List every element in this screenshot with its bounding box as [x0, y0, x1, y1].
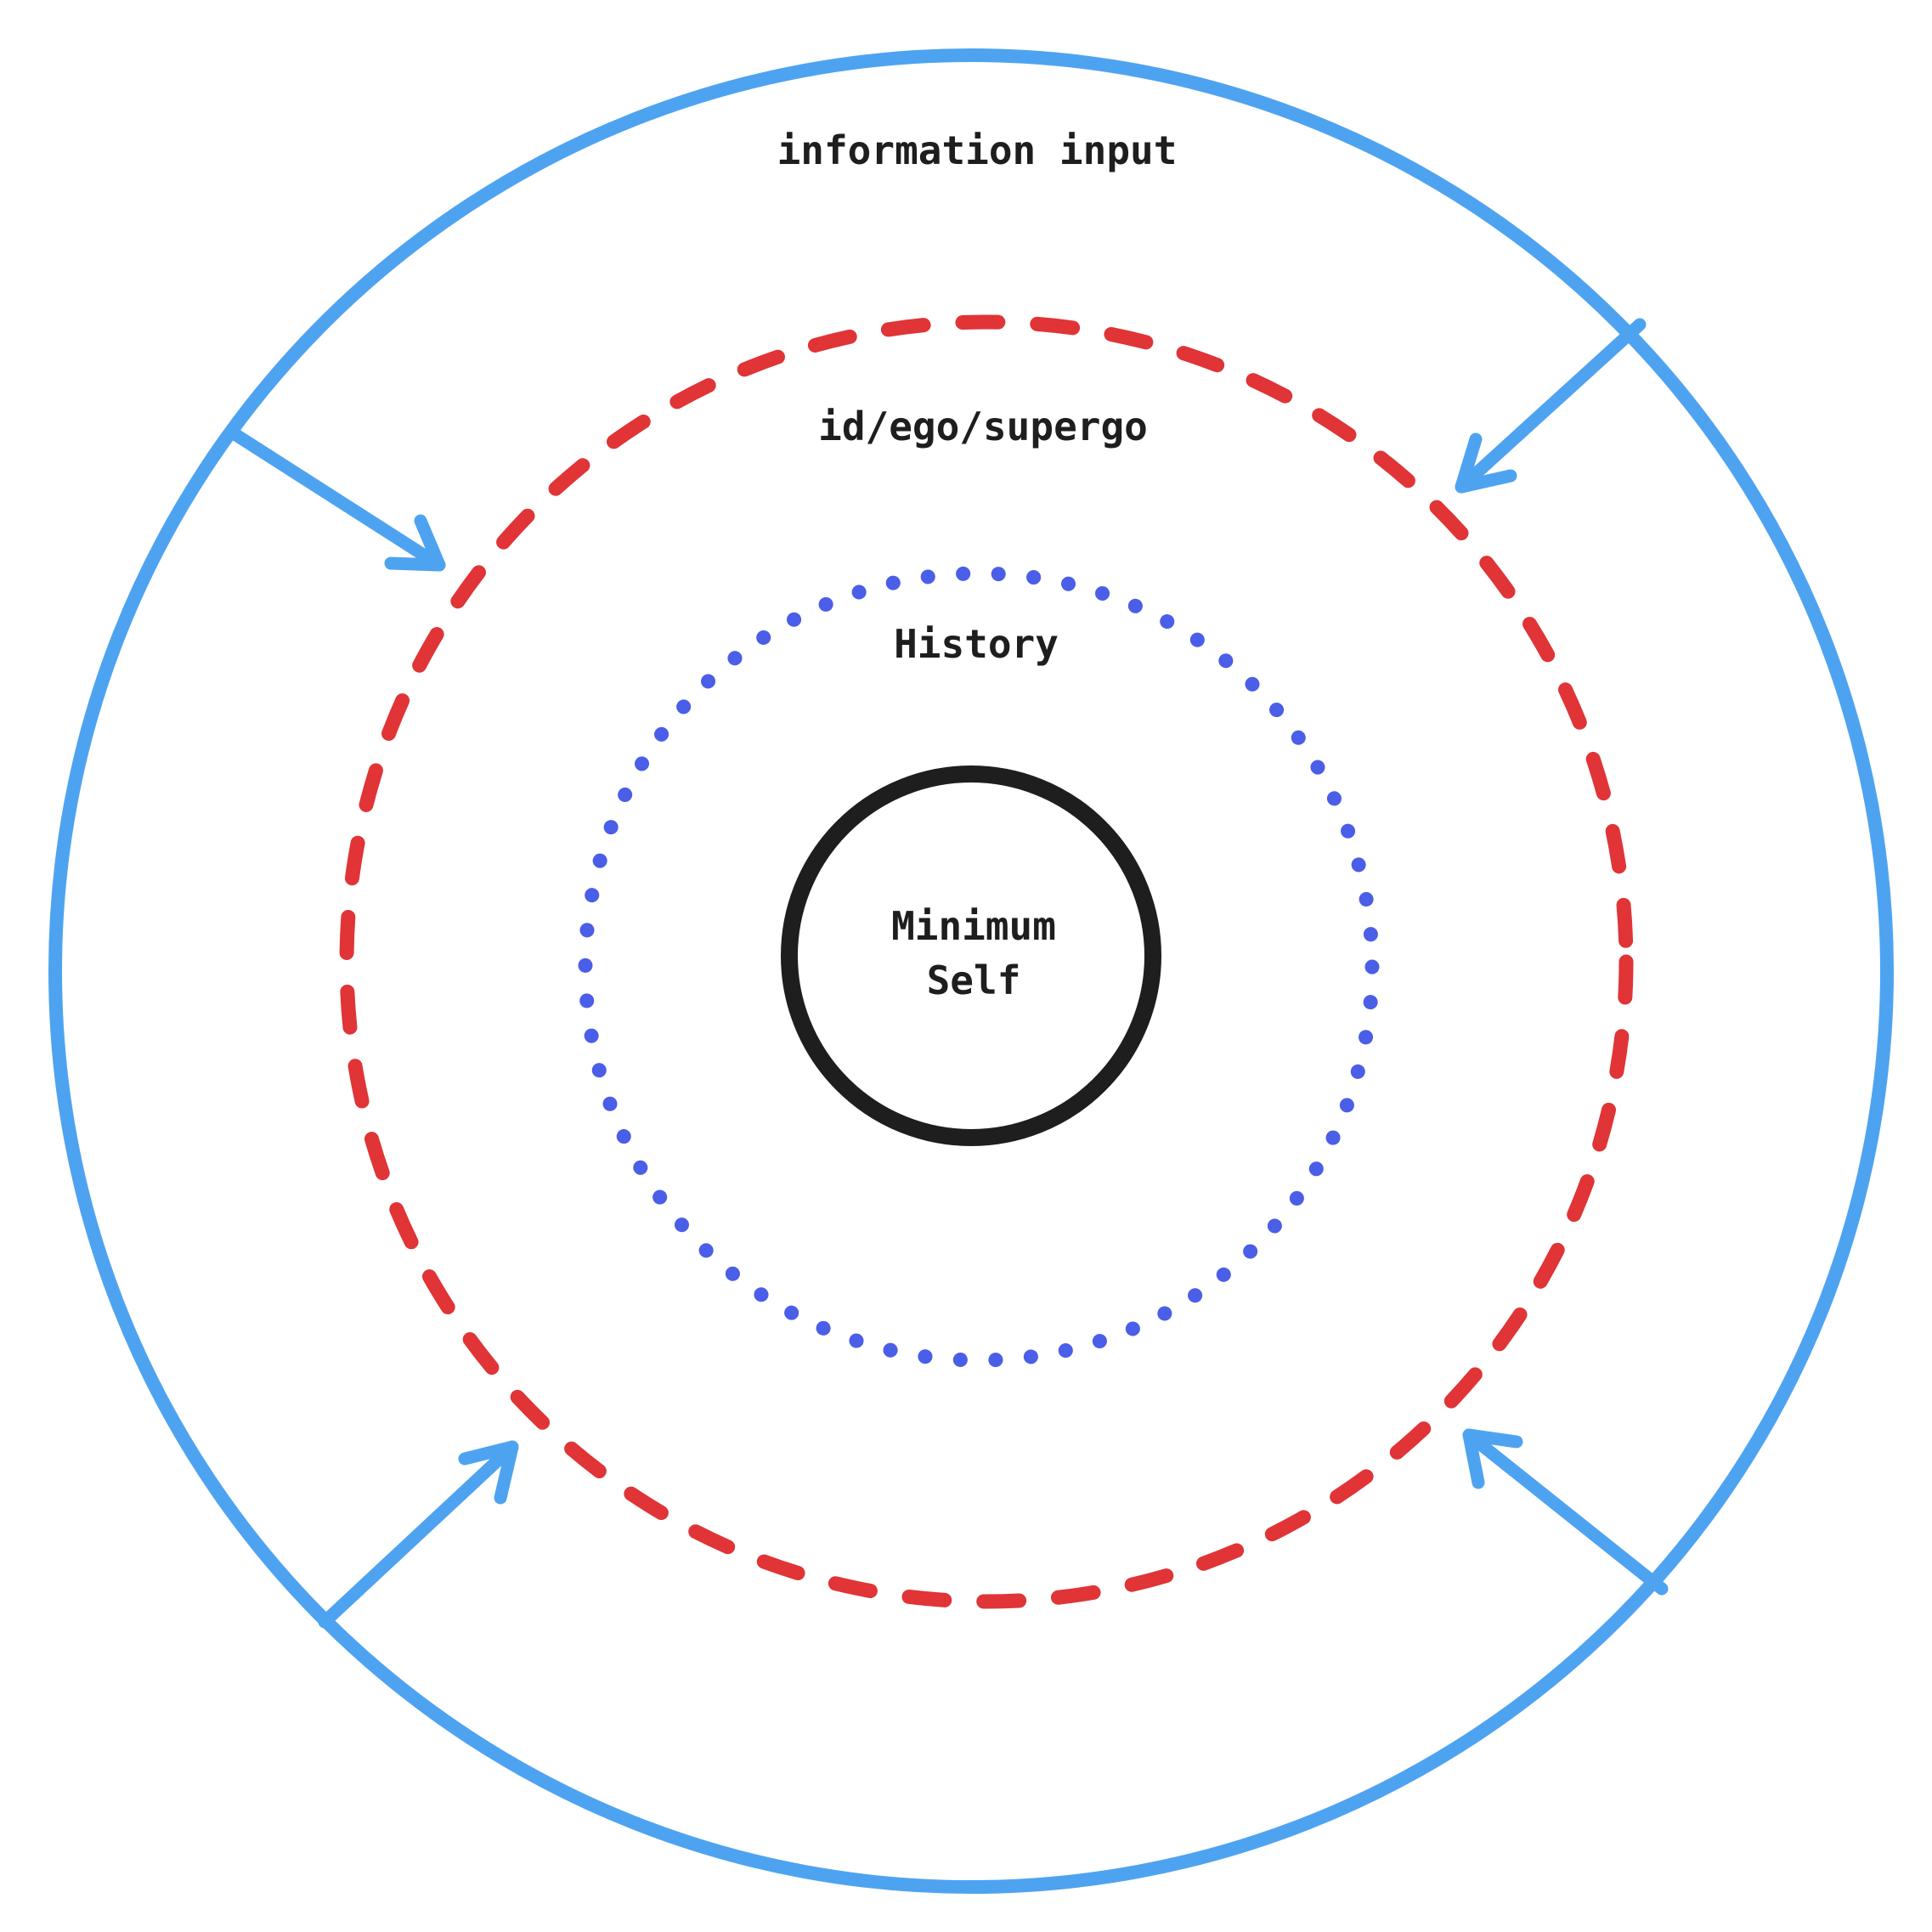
- label-history: History: [894, 621, 1059, 667]
- arrow-bottom-right: [1462, 1428, 1669, 1596]
- arrow-bottom-left: [318, 1440, 519, 1629]
- label-information-input: information input: [777, 127, 1178, 173]
- label-id-ego-supergo: id/ego/supergo: [818, 404, 1148, 449]
- middle-ring-id-ego-supergo: [339, 314, 1634, 1609]
- inner-ring-history: [578, 566, 1380, 1368]
- arrow-top-right: [1455, 318, 1647, 494]
- label-self: Self: [927, 958, 1021, 1003]
- label-minimum: Minimum: [891, 903, 1056, 949]
- core-ring-minimum-self: [781, 765, 1161, 1146]
- arrow-top-left: [229, 428, 446, 572]
- outer-ring-information-input: [48, 48, 1894, 1894]
